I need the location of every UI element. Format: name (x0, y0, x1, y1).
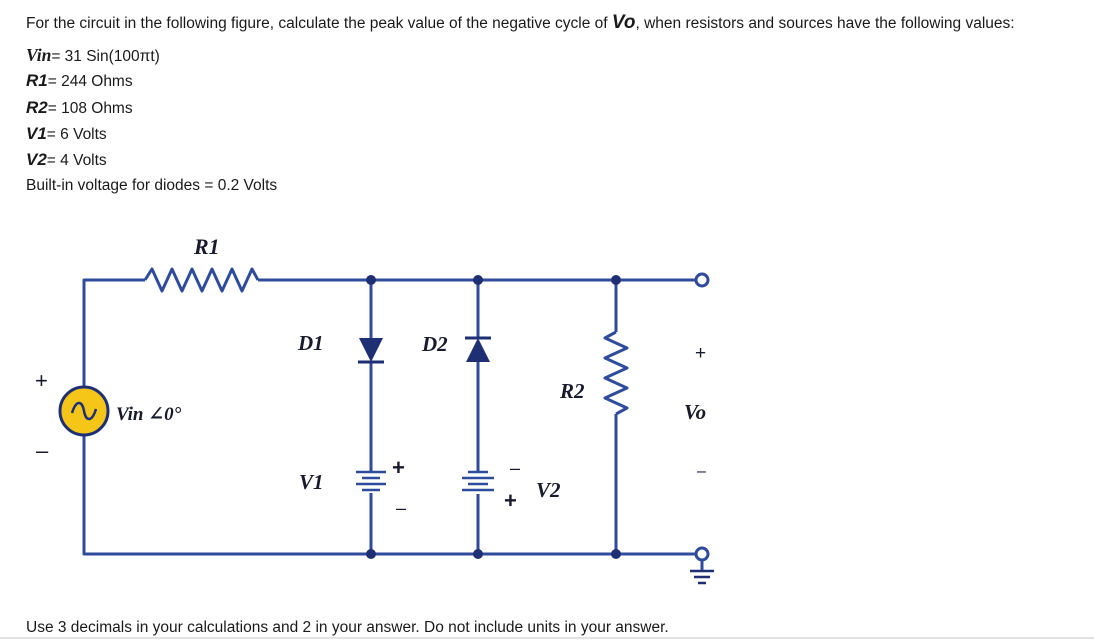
param-v2-value: = 4 Volts (46, 152, 107, 170)
v1-plus-sign: + (392, 455, 405, 480)
param-builtin: Built-in voltage for diodes = 0.2 Volts (26, 177, 278, 195)
label-r2: R2 (559, 379, 585, 403)
param-r2-value: = 108 Ohms (47, 99, 133, 117)
vo-terminal-top (694, 272, 710, 288)
circuit-wires (82, 267, 704, 571)
question-suffix: , when resistors and sources have the fo… (635, 15, 1015, 32)
parameter-list: Vin= 31 Sin(100πt) R1= 244 Ohms R2= 108 … (26, 42, 277, 200)
question-target: Vo (611, 12, 636, 33)
label-r1: R1 (193, 234, 220, 259)
vo-terminal-bottom (694, 546, 710, 562)
param-vin-name: Vin (26, 45, 52, 65)
param-v1-name: V1 (26, 123, 47, 143)
vo-minus-sign: – (697, 463, 706, 480)
resistor-r1-zigzag (143, 267, 260, 293)
label-vin: Vin ∠0° (116, 404, 182, 425)
v2-minus-sign: – (510, 458, 520, 478)
param-r1: R1= 244 Ohms (26, 68, 277, 94)
question-text: For the circuit in the following figure,… (26, 12, 1015, 34)
resistor-r2-zigzag (603, 330, 629, 416)
circuit-diagram: R1 D1 D2 R2 V1 V2 Vin ∠0° Vo + – + – + –… (35, 234, 714, 585)
v2-plus-sign: + (504, 488, 517, 513)
diode-d2-icon (465, 336, 491, 362)
vin-minus-sign: – (36, 438, 49, 463)
bottom-divider (0, 637, 1094, 639)
vo-plus-sign: + (695, 343, 706, 364)
param-r2: R2= 108 Ohms (26, 95, 277, 121)
param-r1-name: R1 (26, 71, 48, 91)
param-vin-value: = 31 Sin(100πt) (51, 48, 160, 65)
instructions-text: Use 3 decimals in your calculations and … (26, 619, 669, 636)
vin-plus-sign: + (35, 368, 48, 393)
param-v1-value: = 6 Volts (46, 125, 107, 143)
battery-v1-icon (356, 470, 386, 492)
param-r1-value: = 244 Ohms (47, 73, 133, 91)
param-v2-name: V2 (26, 150, 47, 170)
param-r2-name: R2 (26, 97, 48, 117)
junction-dots (366, 275, 621, 559)
diode-d1-icon (358, 338, 384, 364)
v1-minus-sign: – (396, 498, 406, 518)
ac-source-icon (58, 385, 110, 437)
label-d1: D1 (297, 331, 324, 355)
param-v1: V1= 6 Volts (26, 121, 277, 147)
ground-icon (690, 569, 714, 585)
param-v2: V2= 4 Volts (26, 147, 277, 173)
label-d2: D2 (421, 332, 448, 356)
label-v2: V2 (536, 478, 561, 502)
battery-v2-icon (462, 470, 494, 492)
param-vin: Vin= 31 Sin(100πt) (26, 42, 277, 68)
label-v1: V1 (299, 470, 324, 494)
label-vo: Vo (684, 400, 706, 424)
question-prefix: For the circuit in the following figure,… (26, 15, 612, 32)
